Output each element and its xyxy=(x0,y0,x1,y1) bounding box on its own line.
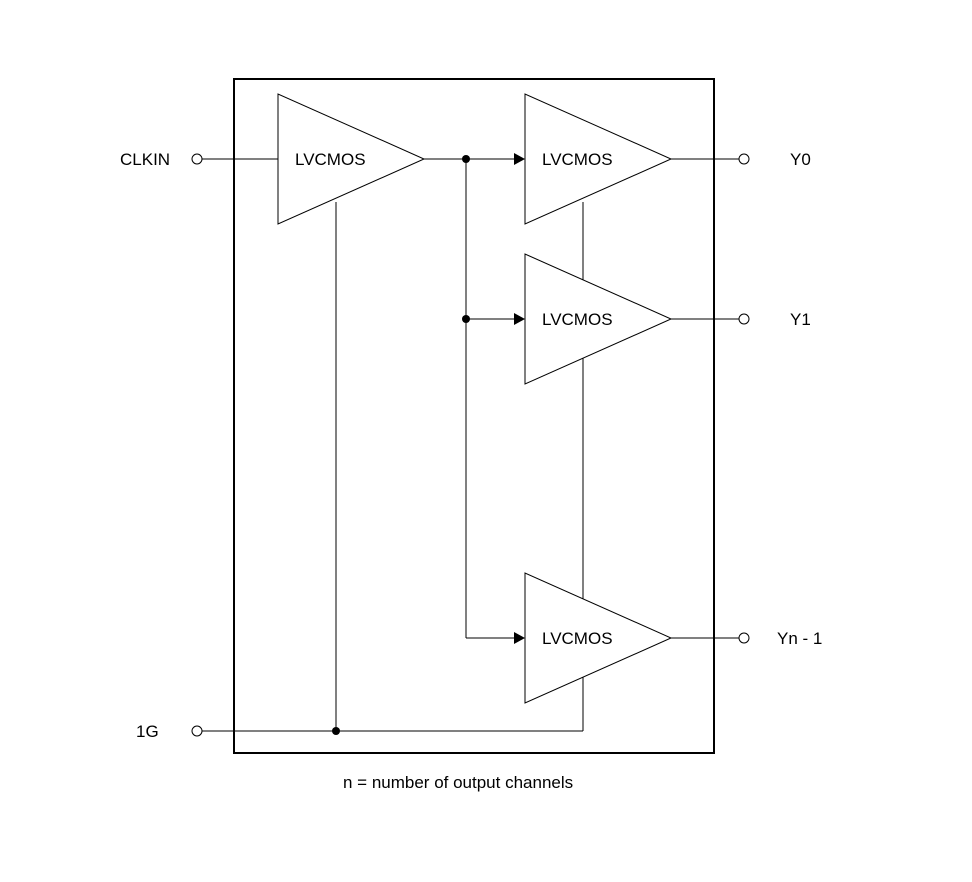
footnote: n = number of output channels xyxy=(343,773,573,792)
device-outline xyxy=(233,78,715,754)
clkin-pin xyxy=(191,153,203,165)
arrow-y0 xyxy=(514,153,525,165)
input-buffer xyxy=(277,93,426,225)
input-label-1g: 1G xyxy=(136,722,159,741)
output-label-y1: Y1 xyxy=(790,310,811,329)
enable-pin xyxy=(191,725,203,737)
junction-y1 xyxy=(462,315,470,323)
output-label-y0: Y0 xyxy=(790,150,811,169)
input-buffer-label: LVCMOS xyxy=(295,150,366,169)
yn-pin xyxy=(738,632,750,644)
junction-enable xyxy=(332,727,340,735)
junction-y0 xyxy=(462,155,470,163)
y1-pin xyxy=(738,313,750,325)
arrow-y1 xyxy=(514,313,525,325)
arrow-yn xyxy=(514,632,525,644)
output-buffer-y1-label: LVCMOS xyxy=(542,310,613,329)
y0-pin xyxy=(738,153,750,165)
output-buffer-yn-label: LVCMOS xyxy=(542,629,613,648)
output-buffer-y1 xyxy=(524,253,673,385)
input-label-clkin: CLKIN xyxy=(120,150,170,169)
output-buffer-y0 xyxy=(524,93,673,225)
output-buffer-yn xyxy=(524,572,673,704)
output-buffer-y0-label: LVCMOS xyxy=(542,150,613,169)
output-label-yn: Yn - 1 xyxy=(777,629,822,648)
